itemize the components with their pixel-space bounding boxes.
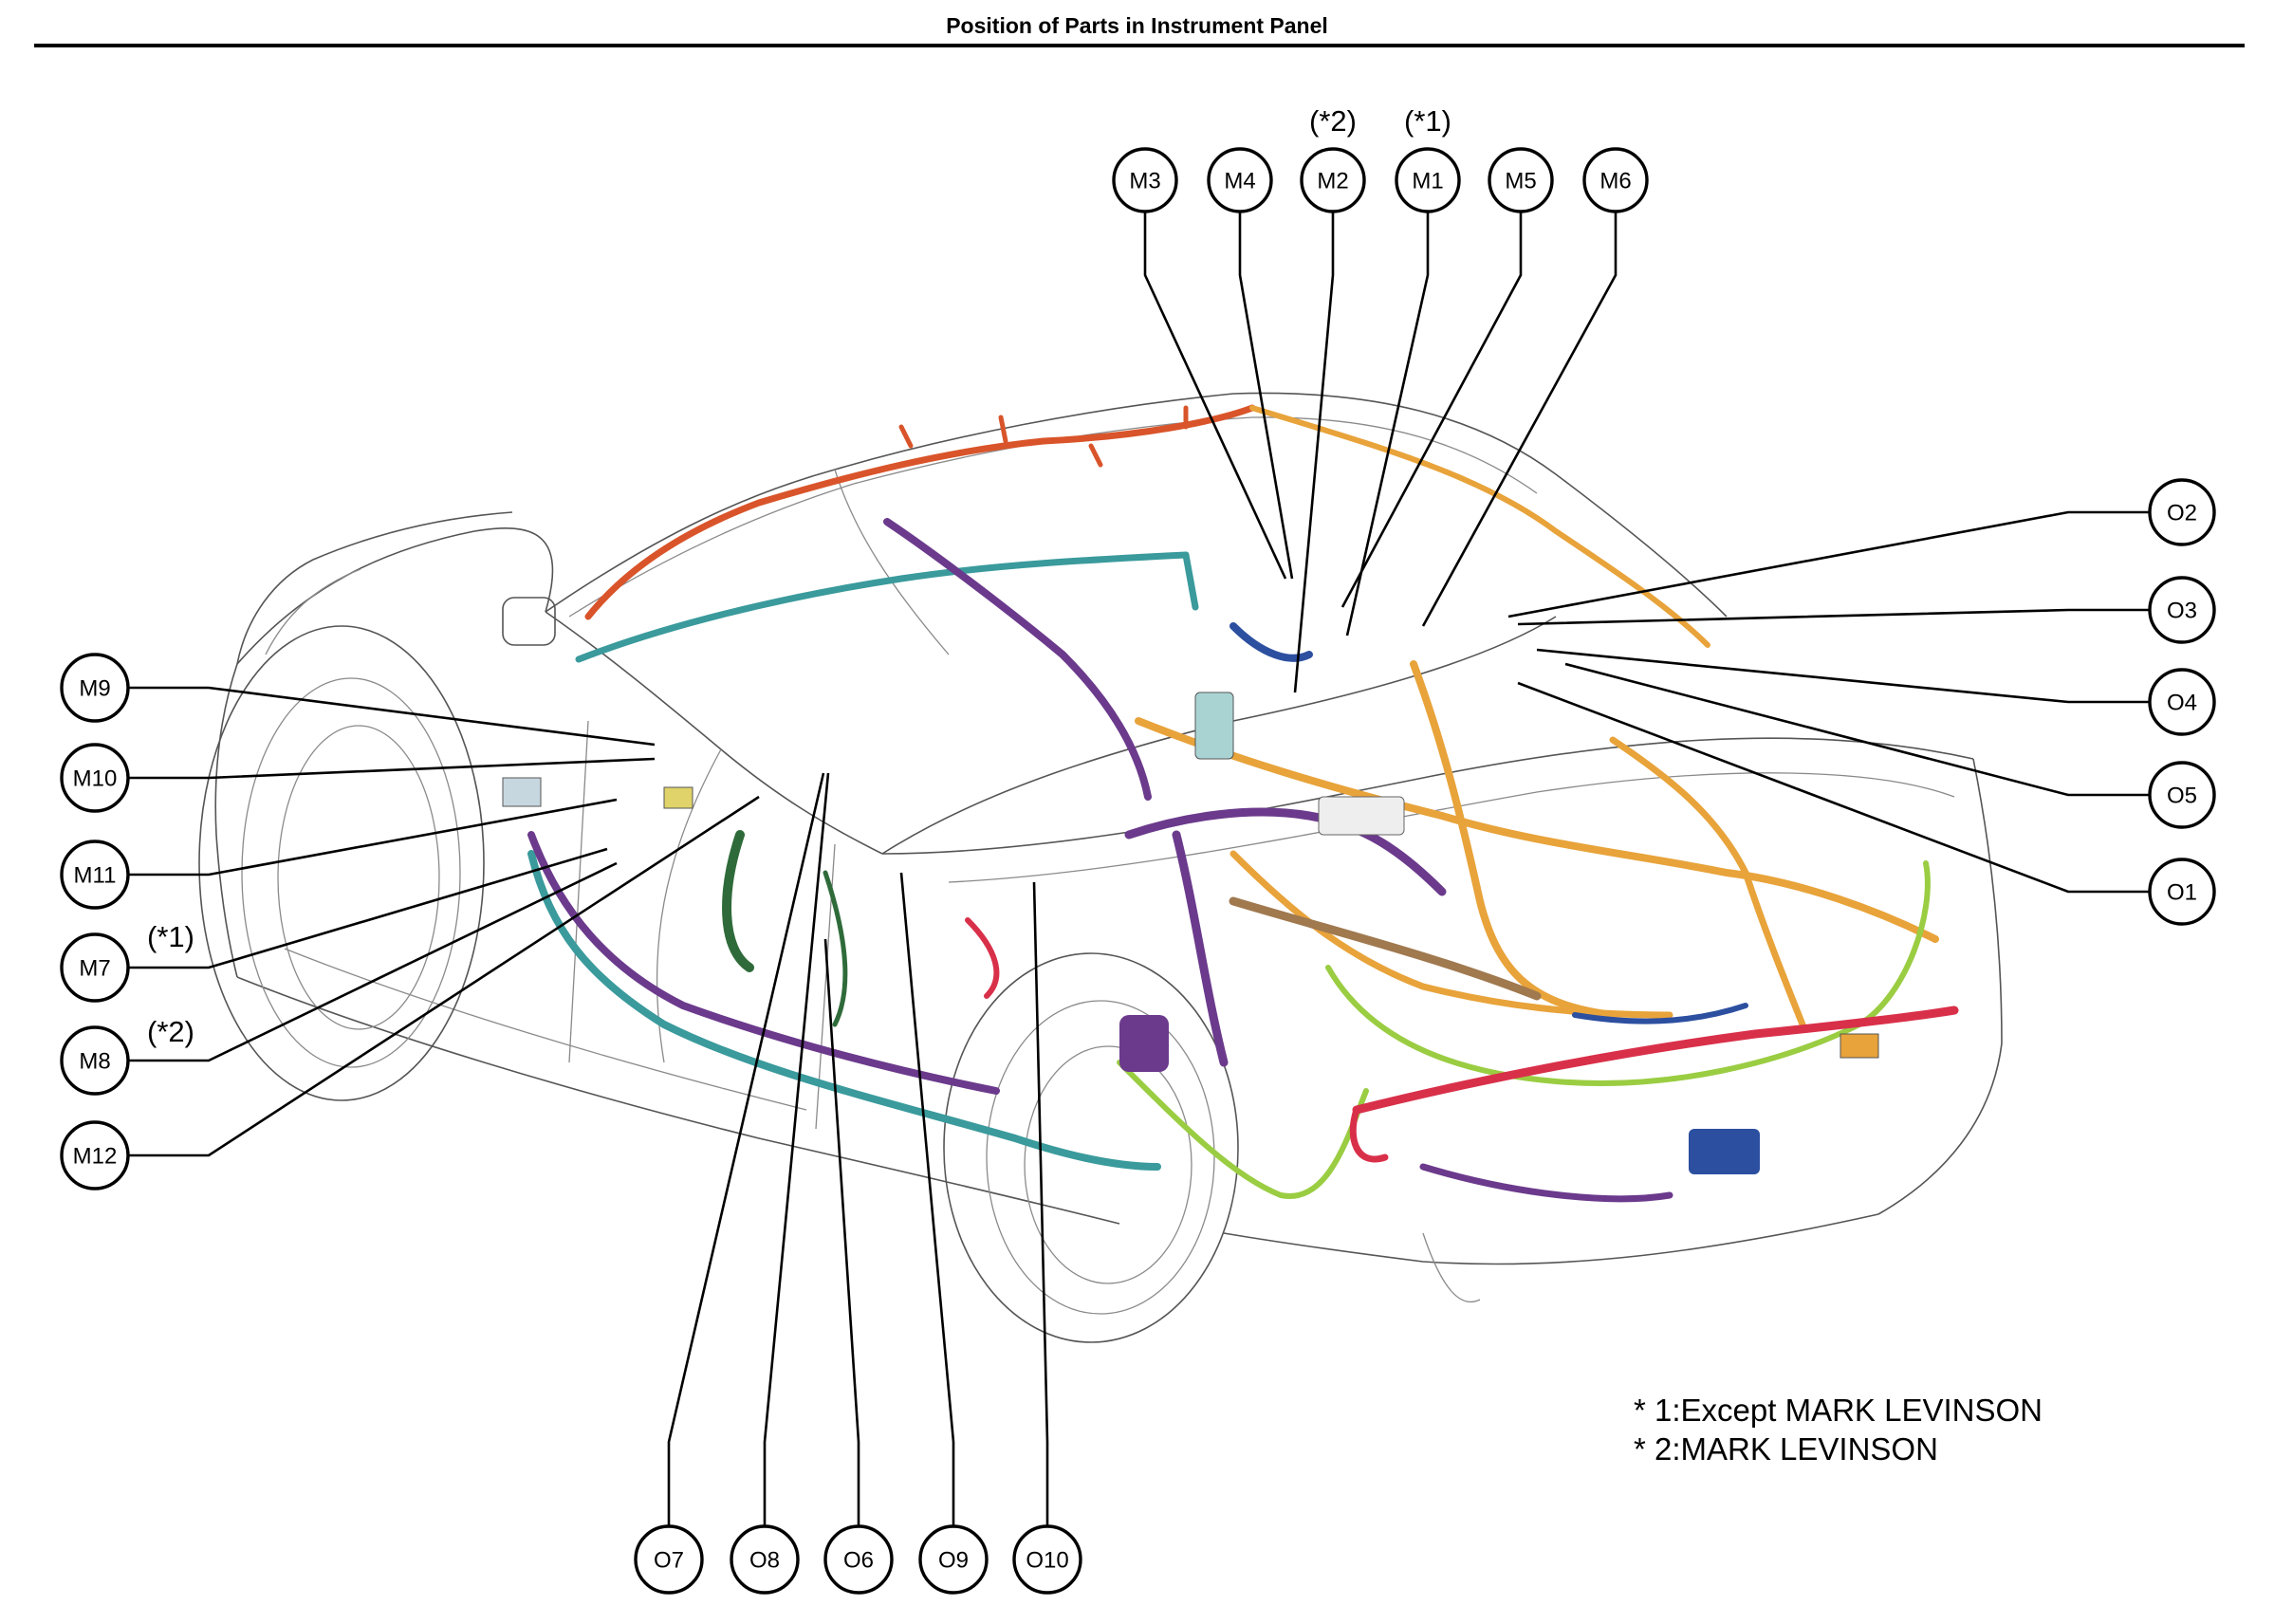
callout-o2: O2	[2148, 478, 2216, 546]
svg-text:O8: O8	[749, 1548, 780, 1574]
callout-o4: O4	[2148, 668, 2216, 736]
callout-o5: O5	[2148, 761, 2216, 829]
svg-text:M9: M9	[79, 676, 110, 702]
callouts-left: M9 M10 M11 M7 (*1) M8 (*2) M12	[60, 653, 194, 1190]
note-m8: (*2)	[147, 1015, 194, 1048]
car-body-outline	[198, 392, 2003, 1343]
svg-text:O3: O3	[2167, 599, 2197, 624]
svg-text:O4: O4	[2167, 691, 2197, 716]
svg-text:M4: M4	[1224, 169, 1255, 194]
svg-text:M12: M12	[73, 1144, 118, 1170]
note-m7: (*1)	[147, 920, 194, 953]
footnote-2: * 2:MARK LEVINSON	[1634, 1431, 1938, 1467]
svg-text:M10: M10	[73, 766, 118, 792]
callout-o10: O10	[1012, 1524, 1082, 1595]
callout-m9: M9	[60, 653, 130, 723]
svg-text:M7: M7	[79, 956, 110, 982]
svg-text:O1: O1	[2167, 880, 2197, 906]
callout-o8: O8	[730, 1524, 800, 1595]
footnote-legend: * 1:Except MARK LEVINSON * 2:MARK LEVINS…	[1634, 1391, 2043, 1468]
svg-text:M1: M1	[1412, 169, 1443, 194]
note-m1: (*1)	[1404, 104, 1451, 138]
svg-text:M11: M11	[74, 863, 117, 889]
callout-m12: M12	[60, 1120, 130, 1190]
title-divider	[34, 44, 2245, 47]
callouts-top: M3 M4 M2 (*2) M1 (*1) M5 M6	[1112, 104, 1649, 213]
svg-text:M5: M5	[1505, 169, 1536, 194]
svg-text:M6: M6	[1599, 169, 1631, 194]
svg-text:M2: M2	[1317, 169, 1348, 194]
svg-text:M8: M8	[79, 1049, 110, 1075]
callout-m5: M5	[1488, 147, 1554, 213]
callout-m1: M1 (*1)	[1395, 104, 1461, 213]
callout-o3: O3	[2148, 576, 2216, 644]
note-m2: (*2)	[1309, 104, 1357, 138]
footnote-1: * 1:Except MARK LEVINSON	[1634, 1393, 2043, 1428]
callout-o9: O9	[918, 1524, 989, 1595]
callouts-bottom: O7 O8 O6 O9 O10	[634, 1524, 1082, 1595]
wire-harnesses	[502, 404, 1959, 1203]
leader-lines	[128, 212, 2150, 1525]
callout-o7: O7	[634, 1524, 704, 1595]
callout-m4: M4	[1207, 147, 1273, 213]
svg-text:O5: O5	[2167, 784, 2197, 809]
callout-m3: M3	[1112, 147, 1178, 213]
page-title: Position of Parts in Instrument Panel	[946, 13, 1328, 38]
callout-m10: M10	[60, 743, 130, 813]
svg-text:M3: M3	[1129, 169, 1160, 194]
callout-m2: M2 (*2)	[1300, 104, 1366, 213]
callout-o6: O6	[823, 1524, 894, 1595]
svg-text:O6: O6	[843, 1548, 874, 1574]
callout-o1: O1	[2148, 858, 2216, 926]
callout-m7: M7 (*1)	[60, 920, 194, 1003]
svg-text:O2: O2	[2167, 501, 2197, 526]
callout-m11: M11	[60, 840, 130, 910]
svg-text:O10: O10	[1026, 1548, 1068, 1574]
callout-m6: M6	[1582, 147, 1649, 213]
svg-text:O7: O7	[654, 1548, 684, 1574]
callouts-right: O2 O3 O4 O5 O1	[2148, 478, 2216, 926]
callout-m8: M8 (*2)	[60, 1015, 194, 1096]
svg-text:O9: O9	[938, 1548, 969, 1574]
